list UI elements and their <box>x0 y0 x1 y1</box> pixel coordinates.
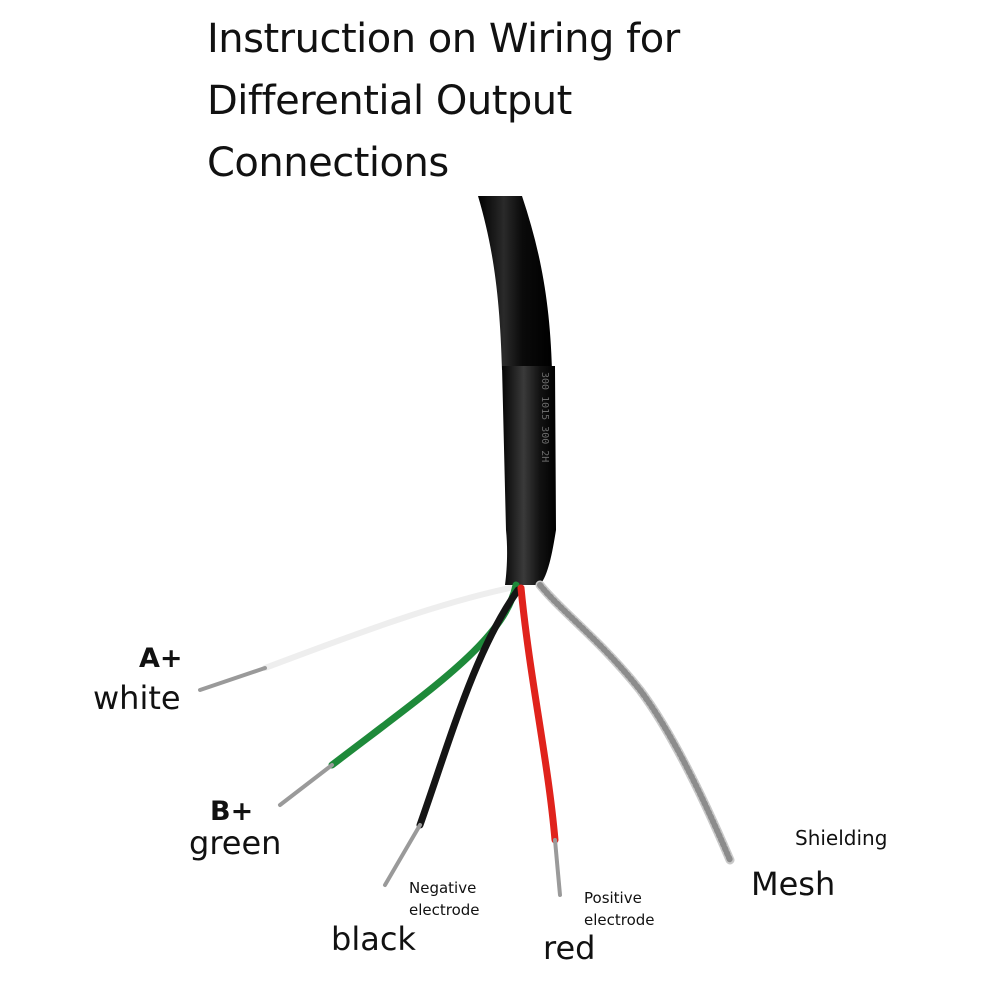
black-desc-line-1: Negative <box>409 879 477 897</box>
mesh-desc-label: Shielding <box>795 826 888 850</box>
sleeve-print: 300 1015 300 2H <box>539 372 550 462</box>
white-signal-label: A+ <box>139 643 183 674</box>
heat-shrink-sleeve <box>502 366 556 585</box>
red-color-label: red <box>543 929 596 967</box>
black-wire-tip <box>383 823 422 887</box>
black-desc-line-2: electrode <box>409 901 480 919</box>
title-line-1: Instruction on Wiring for <box>207 16 680 62</box>
red-desc-line-1: Positive <box>584 889 642 907</box>
red-desc-line-2: electrode <box>584 911 655 929</box>
red-wire-tip <box>553 838 562 897</box>
green-color-label: green <box>189 824 282 862</box>
green-wire-tip <box>278 763 334 807</box>
red-wire <box>517 584 559 844</box>
green-signal-label: B+ <box>210 796 254 827</box>
white-wire <box>262 585 513 671</box>
mesh-color-label: Mesh <box>751 865 836 903</box>
shield-mesh-texture <box>537 582 733 863</box>
cable-jacket <box>478 196 552 370</box>
svg-text:300 1015 300 2H: 300 1015 300 2H <box>539 372 550 462</box>
title-line-3: Connections <box>207 140 449 186</box>
black-wire <box>416 586 522 829</box>
black-color-label: black <box>331 920 416 958</box>
shield-mesh-wire <box>535 580 735 865</box>
diagram-title: Instruction on Wiring for Differential O… <box>207 8 767 194</box>
title-line-2: Differential Output <box>207 78 572 124</box>
white-wire-tip <box>198 666 267 692</box>
white-color-label: white <box>93 679 181 717</box>
